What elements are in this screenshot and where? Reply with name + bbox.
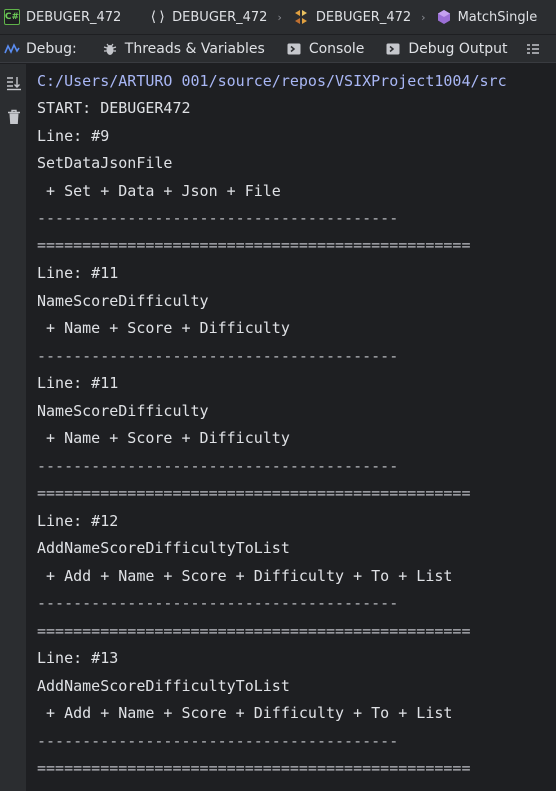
console-separator: ========================================… [37, 484, 471, 502]
console-separator: ---------------------------------------- [37, 732, 399, 750]
tab-threads-variables[interactable]: Threads & Variables [95, 35, 279, 62]
console-line: Line: #12 [37, 512, 119, 530]
console-line: NameScoreDifficulty [37, 292, 209, 310]
console-separator: ---------------------------------------- [37, 457, 399, 475]
console-line: AddNameScoreDifficultyToList [37, 539, 290, 557]
console-line: Line: #9 [37, 127, 110, 145]
console-separator: ---------------------------------------- [37, 347, 399, 365]
tab-more[interactable] [522, 35, 552, 62]
console-line: SetDataJsonFile [37, 154, 173, 172]
breadcrumb-label: DEBUGER_472 [315, 9, 412, 25]
csharp-project-icon: C# [4, 9, 20, 25]
threads-icon [103, 43, 116, 55]
console-line: + Set + Data + Json + File [37, 182, 281, 200]
breadcrumb-project[interactable]: C# DEBUGER_472 [0, 0, 125, 34]
console-line: AddNameScoreDifficultyToList [37, 677, 290, 695]
breadcrumb-label: DEBUGER_472 [172, 9, 268, 25]
tab-debug-output[interactable]: Debug Output [378, 35, 521, 62]
method-icon [436, 9, 452, 25]
debug-wave-icon [4, 42, 20, 54]
namespace-icon: ⟨⟩ [149, 9, 167, 25]
console-icon [287, 43, 301, 54]
breadcrumb-class[interactable]: DEBUGER_472 [288, 0, 415, 34]
clear-console-button[interactable] [4, 107, 23, 126]
trash-icon [7, 109, 20, 124]
console-line: Line: #13 [37, 649, 119, 667]
chevron-right-icon: › [277, 10, 282, 24]
tab-label: Debug Output [408, 40, 508, 57]
scroll-to-end-button[interactable] [4, 73, 23, 92]
debug-label: Debug: [0, 41, 95, 57]
breadcrumb-label: DEBUGER_472 [26, 9, 122, 25]
console-separator: ---------------------------------------- [37, 594, 399, 612]
list-overflow-icon [526, 43, 539, 54]
breadcrumb-namespace[interactable]: ⟨⟩ DEBUGER_472 [145, 0, 271, 34]
tab-console[interactable]: Console [278, 35, 379, 62]
console-line: + Add + Name + Score + Difficulty + To +… [37, 704, 453, 722]
breadcrumb-method[interactable]: MatchSingle [432, 0, 542, 34]
breadcrumb-label: MatchSingle [457, 9, 538, 25]
console-separator: ========================================… [37, 622, 471, 640]
scroll-to-end-icon [6, 76, 21, 90]
console-line: Line: #11 [37, 374, 119, 392]
console-line: + Name + Score + Difficulty [37, 429, 290, 447]
console-line: START: DEBUGER472 [37, 99, 191, 117]
output-icon [386, 43, 400, 54]
console-line-path[interactable]: C:/Users/ARTURO 001/source/repos/VSIXPro… [37, 72, 507, 90]
breadcrumb: C# DEBUGER_472 ⟨⟩ DEBUGER_472 › DEBUGER_… [0, 0, 556, 35]
console-line: + Name + Score + Difficulty [37, 319, 290, 337]
tab-label: Threads & Variables [124, 40, 265, 57]
console-separator: ========================================… [37, 236, 471, 254]
console-output[interactable]: C:/Users/ARTURO 001/source/repos/VSIXPro… [28, 64, 556, 791]
console-toolbar [0, 64, 27, 791]
chevron-right-icon: › [421, 10, 426, 24]
console-line: + Add + Name + Score + Difficulty + To +… [37, 567, 453, 585]
debug-tabbar: Debug: Threads & Variables Console Debug… [0, 35, 556, 63]
console-line: NameScoreDifficulty [37, 402, 209, 420]
tab-label: Console [308, 40, 365, 57]
class-icon [292, 8, 310, 26]
console-separator: ---------------------------------------- [37, 209, 399, 227]
console-line: Line: #11 [37, 264, 119, 282]
console-separator: ========================================… [37, 759, 471, 777]
